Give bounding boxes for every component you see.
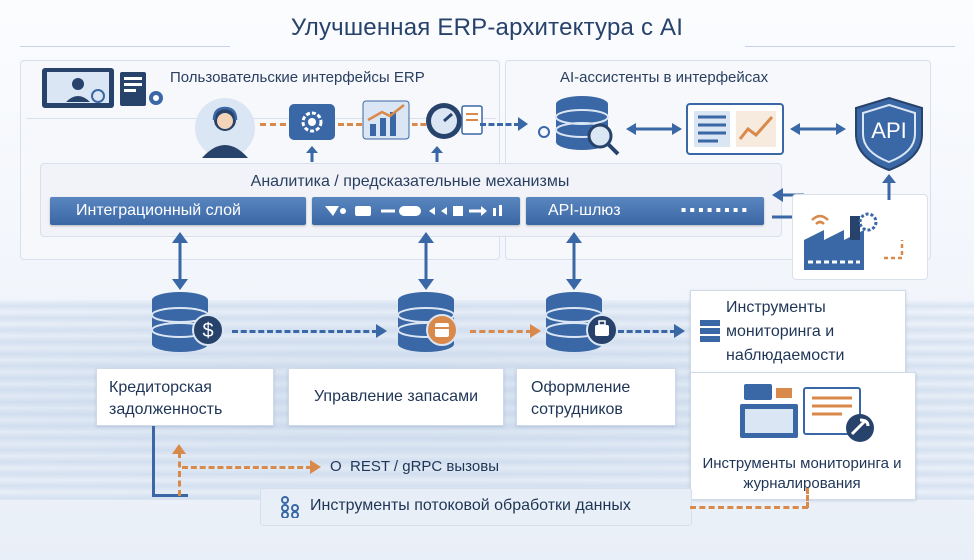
double-arrow-1 [626,122,682,141]
integration-layer-label: Интеграционный слой [76,202,241,219]
dashed-link-2 [338,123,362,126]
erp-ui-label: Пользовательские интерфейсы ERP [170,69,425,86]
stream-to-logging-vertical [806,488,809,508]
stream-vertical-line [178,452,183,496]
dashed-link-3 [412,123,426,126]
service-box-payables: Кредиторская задолженность [96,368,274,426]
streaming-icon [280,496,302,523]
up-arrow-2 [431,146,443,167]
service-label-inventory: Управление запасами [313,388,479,405]
rest-calls-text: REST / gRPC вызовы [350,458,499,475]
rest-bottom-line [152,494,188,497]
database-inventory-icon [394,290,474,363]
title-divider-right [745,46,955,47]
flow-arrow-3 [674,324,685,338]
dashed-link-4 [480,123,520,126]
analytics-label: Аналитика / предсказательные механизмы [250,173,570,190]
connector-icons [325,205,502,216]
database-onboarding-icon [542,290,622,363]
observability-label: Инструменты мониторинга и наблюдаемости [726,299,845,364]
vertical-arrow-3 [566,232,582,295]
flow-arrow-1 [376,324,387,338]
rest-dashed-line [182,466,312,469]
integration-layer-bar: Интеграционный слой [50,197,306,225]
streaming-label: Инструменты потоковой обработки данных [310,497,631,514]
dashboard-icon [686,103,784,160]
factory-icon [798,200,920,277]
service-label-onboarding: Оформление сотрудников [531,379,631,418]
iot-up-arrow [882,174,896,205]
rest-bullet: O [330,458,342,475]
up-arrow-1 [306,146,318,167]
title-divider-left [20,46,230,47]
settings-icon [288,103,336,146]
service-box-inventory: Управление запасами [288,368,504,426]
growth-chart-icon [362,100,410,145]
panel-divider [26,118,496,119]
gauge-icon [424,100,484,147]
dashed-flow-1 [232,330,378,333]
support-agent-icon [192,98,258,165]
vertical-arrow-2 [418,232,434,295]
monitor-user-icon [40,66,170,119]
arrow-head [518,117,528,131]
rest-vertical-line [152,426,155,496]
service-label-payables: Кредиторская задолженность [109,379,223,418]
rest-arrow [310,460,321,474]
observability-box [690,290,906,374]
stream-up-arrow [172,444,186,454]
dashed-link-1 [260,123,286,126]
svg-text:$: $ [202,320,213,342]
page-title: Улучшенная ERP-архитектура с AI [290,14,684,41]
integration-connectors-bar [312,197,520,225]
database-search-icon [530,94,620,161]
dashed-flow-2 [470,330,532,333]
gateway-dots: ▪▪▪▪▪▪▪▪ [680,202,750,219]
service-box-onboarding: Оформление сотрудников [516,368,676,426]
vertical-arrow-1 [172,232,188,295]
streaming-bar [260,488,692,526]
api-shield-icon [852,96,926,177]
api-shield-label: API [871,118,907,143]
double-arrow-2 [790,122,846,141]
database-payables-icon: $ [148,290,228,363]
rest-calls-label: O REST / gRPC вызовы [330,458,499,475]
stream-to-logging-line [690,506,808,509]
api-gateway-bar: API-шлюз ▪▪▪▪▪▪▪▪ [526,197,764,225]
server-icon [700,320,720,347]
ai-assistants-label: AI-ассистенты в интерфейсах [560,69,769,86]
flow-arrow-2 [530,324,541,338]
api-gateway-label: API-шлюз [548,202,621,219]
dashed-flow-3 [618,330,676,333]
monitoring-tools-icon [704,380,884,451]
logging-label: Инструменты мониторинга и журналирования [702,455,902,492]
